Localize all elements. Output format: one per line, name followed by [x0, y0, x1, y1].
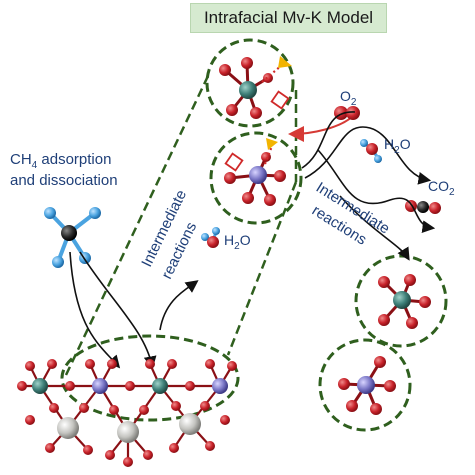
- h2o-right-label: H2O: [384, 136, 411, 156]
- o2-adsorption-arrow-icon: [288, 115, 354, 142]
- purple-metal-atom: [249, 166, 267, 184]
- o2-label: O2: [340, 88, 357, 108]
- h2o-molecule-right: [360, 139, 382, 163]
- surface-site-ellipse: [60, 334, 240, 422]
- ch4-label-line1: CH4 adsorption: [10, 151, 112, 171]
- surface-lattice: [17, 359, 237, 467]
- diagram-title: Intrafacial Mv-K Model: [203, 8, 374, 27]
- mid-active-site-circle: [209, 131, 303, 225]
- right-upper-site-structure: [378, 274, 431, 329]
- top-site-structure: [219, 56, 292, 119]
- ch4-arrow-2-icon: [79, 251, 157, 370]
- vector-arrow-icon: [266, 138, 278, 150]
- right-lower-connector-line: [226, 181, 298, 356]
- connector-lines: [64, 75, 298, 376]
- product-arrow-icon: [304, 126, 432, 185]
- vector-arrow-icon: [278, 56, 292, 68]
- reaction-arrows: [69, 111, 436, 370]
- right-lower-site-circle: [318, 338, 412, 432]
- co2-release-arrow-icon: [317, 149, 436, 234]
- h2o-molecule-middle: [201, 227, 220, 248]
- title-box: Intrafacial Mv-K Model: [190, 3, 387, 33]
- intermediate-right-arrow-icon: [339, 195, 410, 261]
- co2-label: CO2: [428, 178, 455, 198]
- teal-metal-atom: [239, 81, 257, 99]
- vacancy-square-icon: [270, 90, 290, 110]
- mid-site-structure: [224, 138, 286, 206]
- vacancy-square-icon: [224, 152, 244, 172]
- ch4-label-line2: and dissociation: [10, 172, 118, 189]
- o2-path-arrow-icon: [301, 111, 356, 169]
- top-active-site-circle: [205, 38, 295, 128]
- dashed-circles: [60, 38, 448, 432]
- right-lower-site-structure: [338, 356, 396, 415]
- co2-molecule: [405, 200, 441, 214]
- h2o-middle-label: H2O: [224, 232, 251, 252]
- ch4-molecule: [44, 207, 101, 268]
- h2o-release-arrow-icon: [159, 280, 199, 331]
